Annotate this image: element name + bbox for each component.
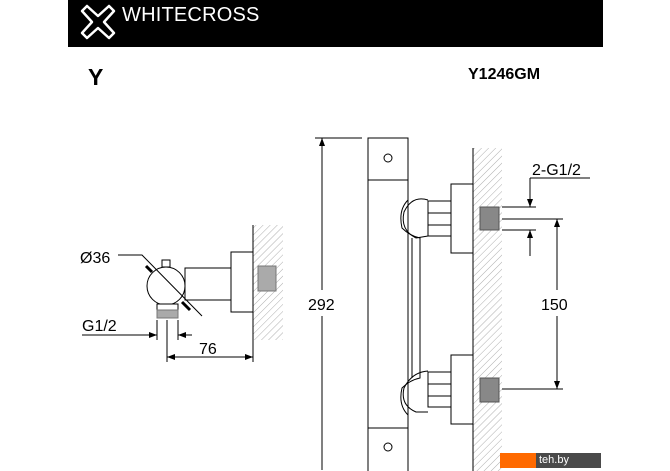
inlet-spacing-label: 150 bbox=[541, 297, 568, 314]
depth-label: 76 bbox=[199, 341, 217, 358]
watermark: teh.by bbox=[500, 453, 601, 468]
flange bbox=[230, 251, 254, 313]
upper-thread bbox=[479, 206, 500, 231]
bar-body bbox=[367, 137, 409, 471]
lower-thread bbox=[479, 377, 500, 403]
diameter-label: Ø36 bbox=[80, 250, 110, 267]
upper-flange bbox=[450, 183, 474, 254]
outlet-thread bbox=[156, 309, 179, 319]
watermark-text: teh.by bbox=[536, 453, 601, 468]
body-circle bbox=[146, 266, 186, 306]
whitecross-logo-icon bbox=[80, 4, 116, 40]
front-view bbox=[315, 137, 590, 471]
model-number: Y1246GM bbox=[468, 66, 541, 83]
series-label: Y bbox=[88, 64, 104, 90]
wall-hatch bbox=[473, 148, 502, 471]
watermark-accent bbox=[500, 453, 536, 468]
inlet-thread-label: 2-G1/2 bbox=[532, 162, 581, 179]
brand-header bbox=[68, 0, 603, 47]
height-label: 292 bbox=[308, 297, 335, 314]
outlet-thread-label: G1/2 bbox=[82, 318, 117, 335]
thread bbox=[257, 265, 277, 292]
brand-name: WHITECROSS bbox=[122, 4, 260, 26]
side-view bbox=[82, 225, 283, 362]
stem bbox=[184, 267, 232, 301]
lower-flange bbox=[450, 354, 474, 425]
